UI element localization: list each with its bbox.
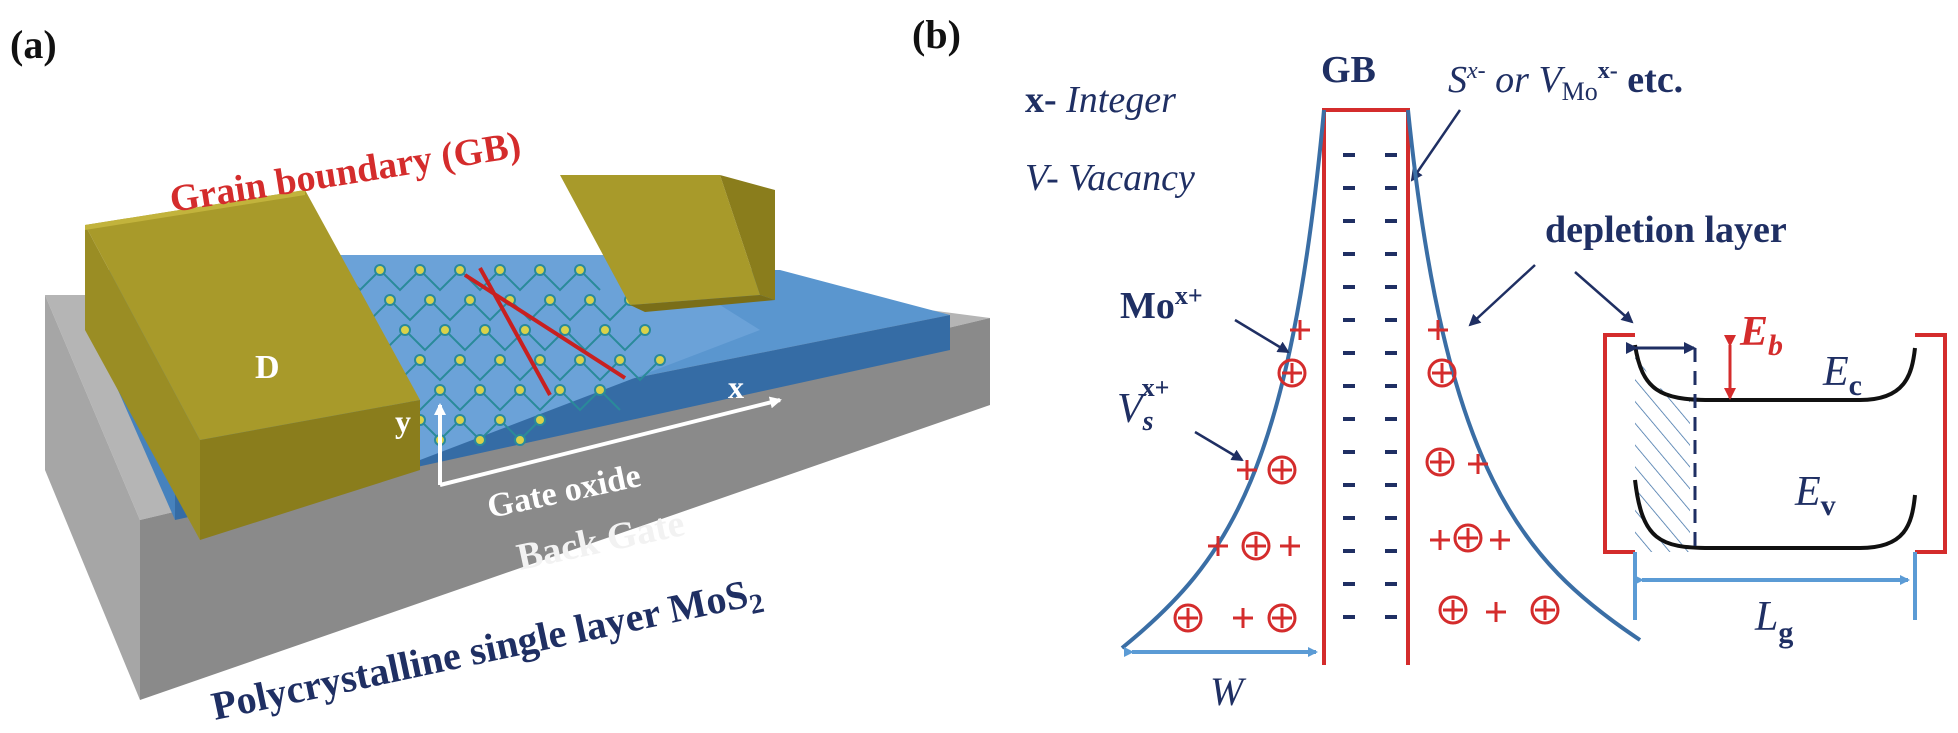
panel-b-label: (b) — [912, 12, 961, 57]
grain-boundary-label: Grain boundary (GB) — [167, 124, 524, 221]
panel-b: (b) x- Integer V- Vacancy GB Sx- or VMox… — [912, 12, 1947, 714]
drain-label: D — [255, 349, 280, 386]
positive-charges-right — [1425, 320, 1560, 625]
drain-contact — [85, 190, 420, 540]
vs-pointer-arrow — [1194, 430, 1244, 462]
mos2-lattice — [319, 264, 666, 446]
depletion-layer-pointer — [1574, 271, 1634, 324]
eb-label: Eb — [1739, 309, 1783, 362]
ev-label: Ev — [1794, 469, 1836, 522]
gb-label: GB — [1321, 49, 1376, 91]
axis-y-label: y — [395, 403, 411, 439]
mo-label: Mox+ — [1120, 281, 1203, 327]
channel-axes — [434, 396, 782, 487]
defect-label: Sx- or VMox- etc. — [1448, 58, 1683, 106]
panel-a-label: (a) — [10, 22, 57, 67]
positive-charges-left — [1173, 320, 1310, 633]
legend-vacancy: V- Vacancy — [1025, 157, 1195, 199]
depletion-pointer-arrow — [1468, 264, 1536, 327]
defect-pointer-arrow — [1410, 109, 1462, 182]
w-label: W — [1210, 669, 1247, 714]
lg-label: Lg — [1754, 594, 1793, 649]
gb-boundary — [1322, 108, 1410, 665]
axis-x-label: x — [728, 369, 744, 405]
vs-label: Vsx+ — [1117, 373, 1169, 437]
depletion-label: depletion layer — [1545, 209, 1787, 251]
barrier-curves — [1120, 109, 1642, 650]
ec-label: Ec — [1822, 349, 1862, 402]
source-label: S — [795, 235, 814, 272]
band-diagram — [1574, 271, 1947, 620]
panel-a: (a) — [10, 22, 990, 729]
grain-boundary-lines — [463, 267, 627, 396]
source-contact — [560, 175, 775, 312]
legend-integer: x- Integer — [1025, 79, 1176, 121]
negative-charges — [1343, 153, 1397, 619]
mo-pointer-arrow — [1234, 318, 1290, 354]
